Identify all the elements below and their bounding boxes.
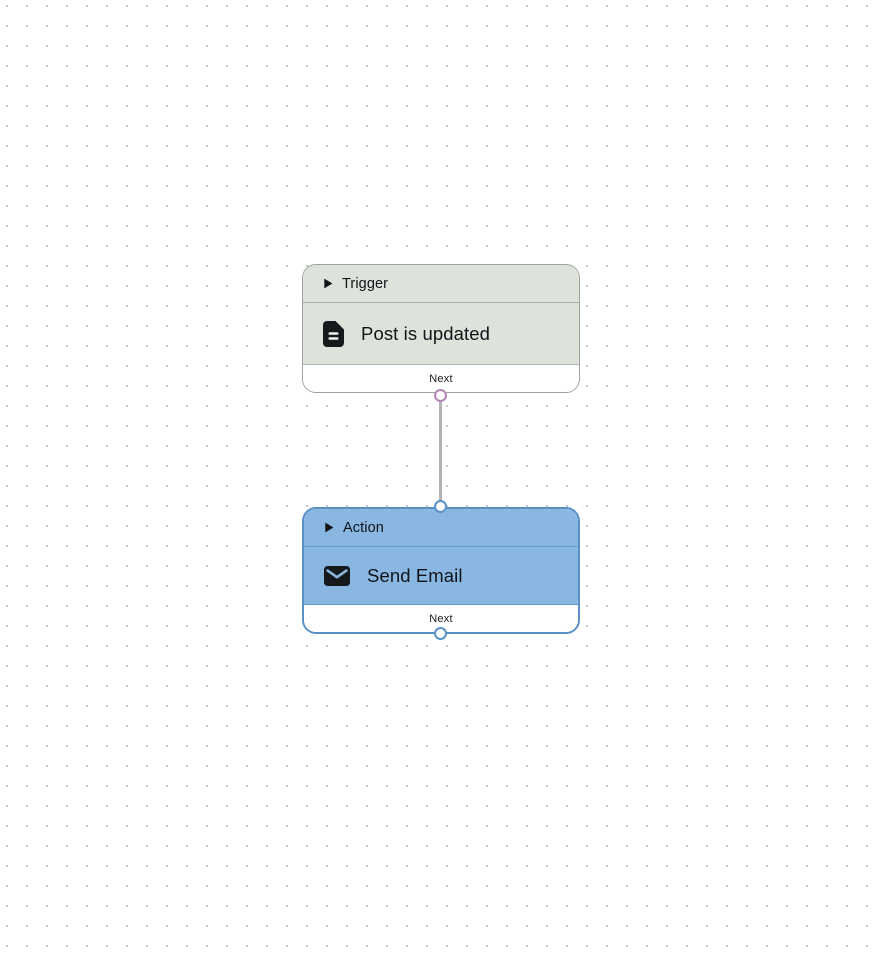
trigger-body[interactable]: Post is updated xyxy=(303,303,579,365)
edge-trigger-to-action[interactable] xyxy=(439,395,442,507)
port-action-input[interactable] xyxy=(434,500,447,513)
trigger-type-label: Trigger xyxy=(342,275,389,292)
trigger-title: Post is updated xyxy=(361,322,491,344)
action-next-label: Next xyxy=(429,612,453,625)
action-title: Send Email xyxy=(367,564,463,586)
trigger-header[interactable]: Trigger xyxy=(303,265,579,303)
document-icon xyxy=(323,320,344,347)
mail-icon xyxy=(324,565,350,586)
play-icon xyxy=(323,278,333,289)
trigger-footer: Next xyxy=(303,365,579,392)
action-header[interactable]: Action xyxy=(304,509,578,547)
trigger-next-label: Next xyxy=(429,372,453,385)
play-icon xyxy=(324,522,334,533)
node-trigger[interactable]: Trigger Post is updated Next xyxy=(302,264,580,393)
action-type-label: Action xyxy=(343,519,384,536)
node-action[interactable]: Action Send Email Next xyxy=(302,507,580,634)
port-action-next[interactable] xyxy=(434,627,447,640)
action-body[interactable]: Send Email xyxy=(304,547,578,605)
port-trigger-next[interactable] xyxy=(434,389,447,402)
